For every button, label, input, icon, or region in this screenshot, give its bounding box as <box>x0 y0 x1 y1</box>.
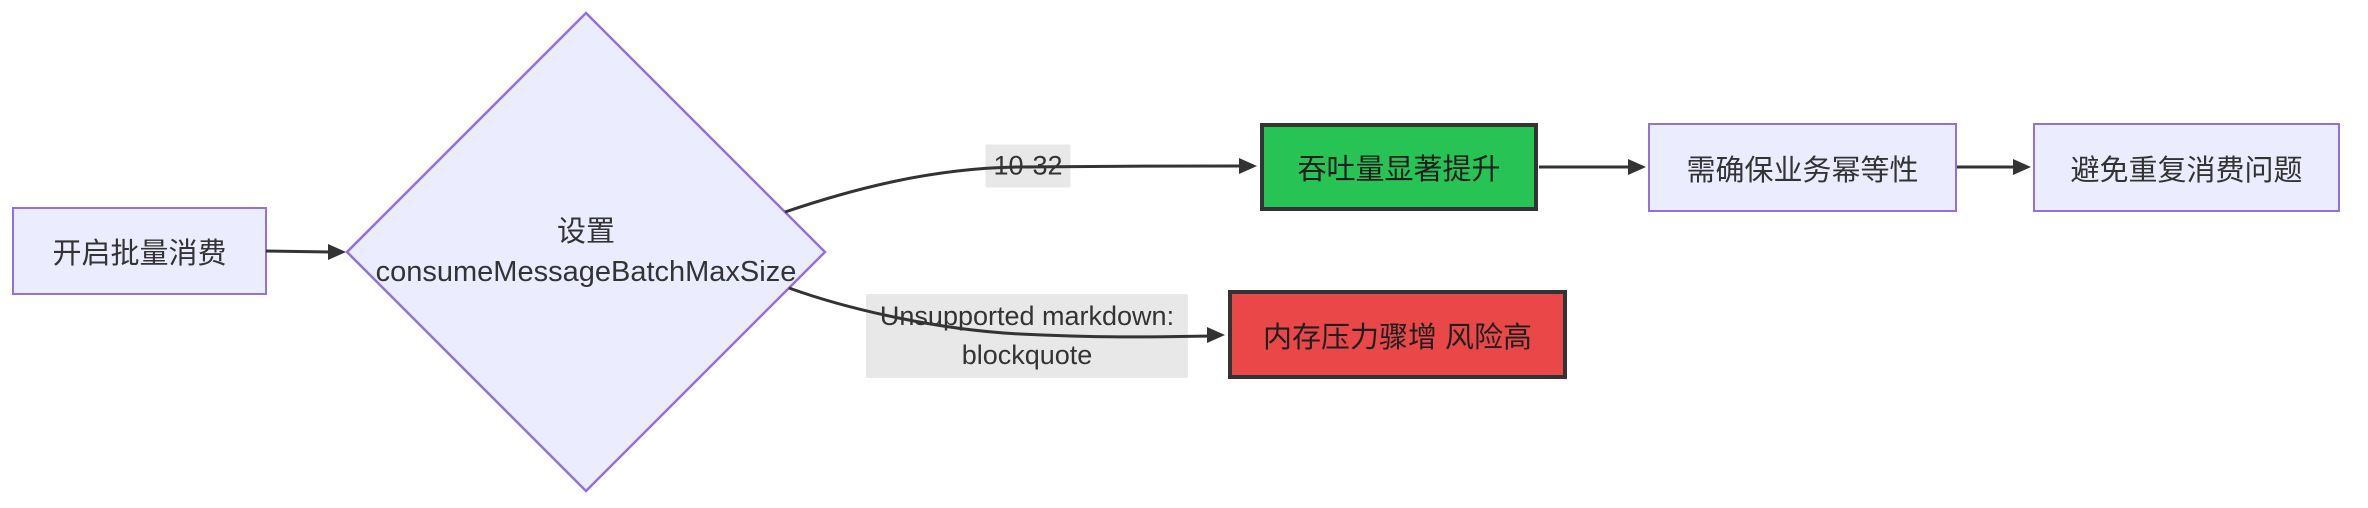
edge-label-10-32-text: 10-32 <box>993 150 1063 181</box>
node-start: 开启批量消费 <box>12 207 267 295</box>
node-decision-label-line1: 设置 <box>556 216 615 248</box>
edge-label-unsupported: Unsupported markdown: blockquote <box>866 294 1188 378</box>
edge-label-unsupported-line1: Unsupported markdown: <box>879 301 1175 331</box>
node-memory-risk-label: 内存压力骤增 风险高 <box>1262 321 1533 354</box>
node-throughput-label: 吞吐量显著提升 <box>1297 154 1501 186</box>
node-idempotency-label: 需确保业务幂等性 <box>1686 154 1919 187</box>
node-start-label: 开启批量消费 <box>52 238 227 270</box>
node-avoid-duplicate: 避免重复消费问题 <box>2033 123 2340 212</box>
edge-label-unsupported-line2: blockquote <box>961 340 1093 370</box>
node-idempotency: 需确保业务幂等性 <box>1648 123 1957 212</box>
edge-label-10-32: 10-32 <box>985 145 1070 188</box>
node-decision-label-line2: consumeMessageBatchMaxSize <box>375 256 797 288</box>
node-decision: 设置 consumeMessageBatchMaxSize <box>366 192 806 312</box>
node-avoid-duplicate-label: 避免重复消费问题 <box>2070 154 2303 187</box>
node-throughput: 吞吐量显著提升 <box>1260 123 1538 211</box>
node-memory-risk: 内存压力骤增 风险高 <box>1228 290 1567 379</box>
decision-diamond-shape <box>345 11 827 493</box>
